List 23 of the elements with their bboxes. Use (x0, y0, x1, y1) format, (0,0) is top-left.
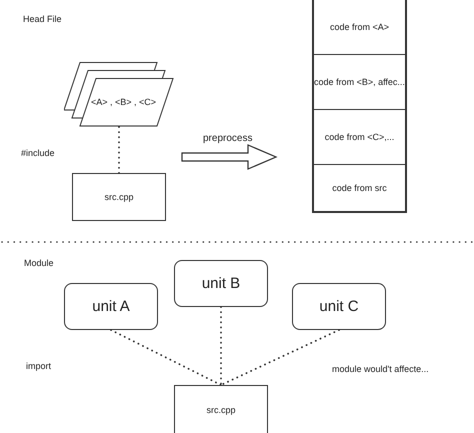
rounded-box: unit B (174, 260, 268, 307)
edge-label: preprocess (203, 133, 252, 144)
note-text: Head File (23, 14, 62, 24)
process-box: src.cpp (174, 385, 268, 433)
dotted-connector (220, 306, 222, 386)
note-text: #include (21, 148, 55, 158)
note-text: Module (24, 258, 54, 268)
process-box: code from <C>,... (313, 109, 406, 165)
block-arrow (181, 144, 278, 170)
process-box: code from src (313, 164, 406, 212)
rounded-box: unit A (64, 283, 158, 330)
node-text: <A> , <B> , <C> (91, 97, 156, 107)
process-box: code from <A> (313, 0, 406, 55)
parallelogram-stack (64, 62, 174, 127)
stack-box (312, 0, 407, 213)
process-box: src.cpp (72, 173, 166, 221)
note-text: import (26, 361, 52, 371)
dotted-connector (110, 329, 222, 386)
process-box: code from <B>, affec... (313, 54, 406, 110)
dotted-connector (118, 126, 120, 174)
dotted-connector (220, 329, 340, 386)
note-text: module would't affecte... (332, 364, 429, 374)
rounded-box: unit C (292, 283, 386, 330)
